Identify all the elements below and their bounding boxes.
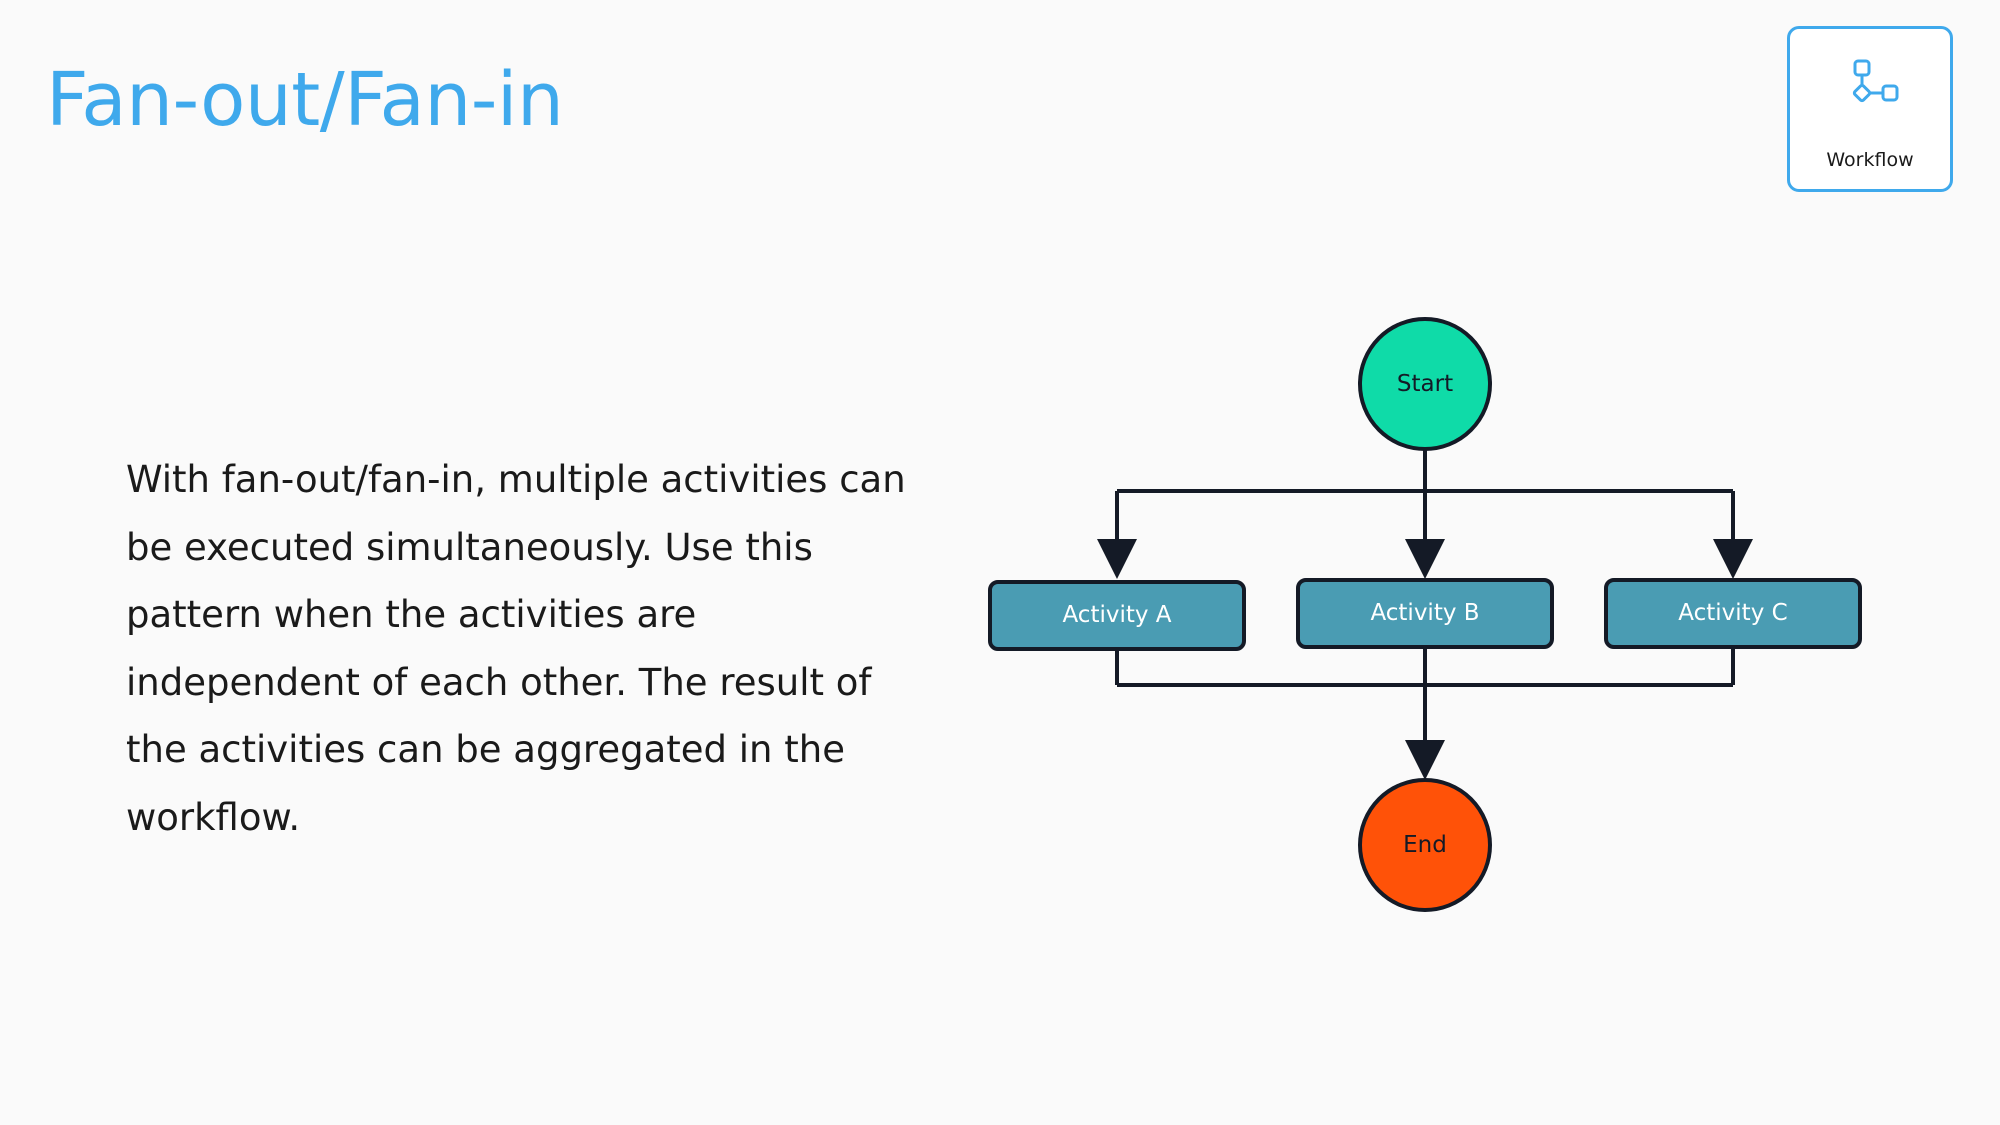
- workflow-badge: Workflow: [1787, 26, 1953, 192]
- badge-label: Workflow: [1826, 149, 1914, 171]
- activity-a-label: Activity A: [1062, 602, 1171, 628]
- workflow-icon: [1852, 59, 1899, 103]
- start-node-label: Start: [1397, 371, 1453, 397]
- start-node: Start: [1358, 317, 1492, 451]
- page-title: Fan-out/Fan-in: [46, 57, 564, 143]
- activity-a-node: Activity A: [988, 580, 1246, 651]
- description-text: With fan-out/fan-in, multiple activities…: [126, 458, 906, 839]
- activity-c-node: Activity C: [1604, 578, 1862, 649]
- activity-b-node: Activity B: [1296, 578, 1554, 649]
- activity-b-label: Activity B: [1370, 600, 1479, 626]
- end-node-label: End: [1403, 832, 1447, 858]
- activity-c-label: Activity C: [1678, 600, 1787, 626]
- end-node: End: [1358, 778, 1492, 912]
- fan-in-connectors: [1115, 647, 1735, 780]
- fan-out-connectors: [1097, 449, 1753, 579]
